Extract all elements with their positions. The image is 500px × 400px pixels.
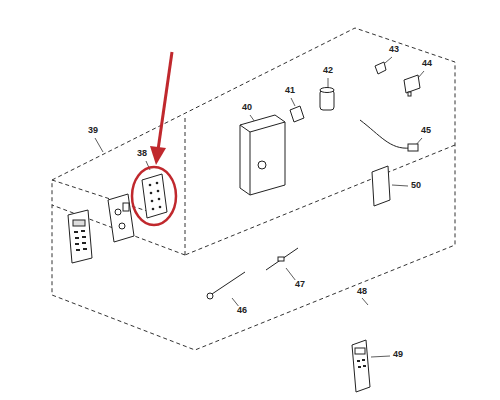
leader-lines bbox=[95, 57, 424, 357]
callout-number: 39 bbox=[87, 126, 99, 135]
parts bbox=[68, 62, 420, 392]
callout-number: 40 bbox=[241, 103, 253, 112]
callout-number: 46 bbox=[236, 306, 248, 315]
callout-number: 50 bbox=[410, 181, 422, 190]
callout-number: 43 bbox=[388, 45, 400, 54]
callout-number: 47 bbox=[294, 280, 306, 289]
group-outline bbox=[52, 28, 455, 350]
callout-number: 38 bbox=[136, 149, 148, 158]
callout-number: 49 bbox=[392, 350, 404, 359]
highlight-marks bbox=[132, 52, 176, 225]
callout-number: 45 bbox=[420, 126, 432, 135]
callout-number: 41 bbox=[284, 86, 296, 95]
callout-number: 44 bbox=[421, 59, 433, 68]
callout-number: 48 bbox=[356, 287, 368, 296]
callout-number: 42 bbox=[322, 66, 334, 75]
